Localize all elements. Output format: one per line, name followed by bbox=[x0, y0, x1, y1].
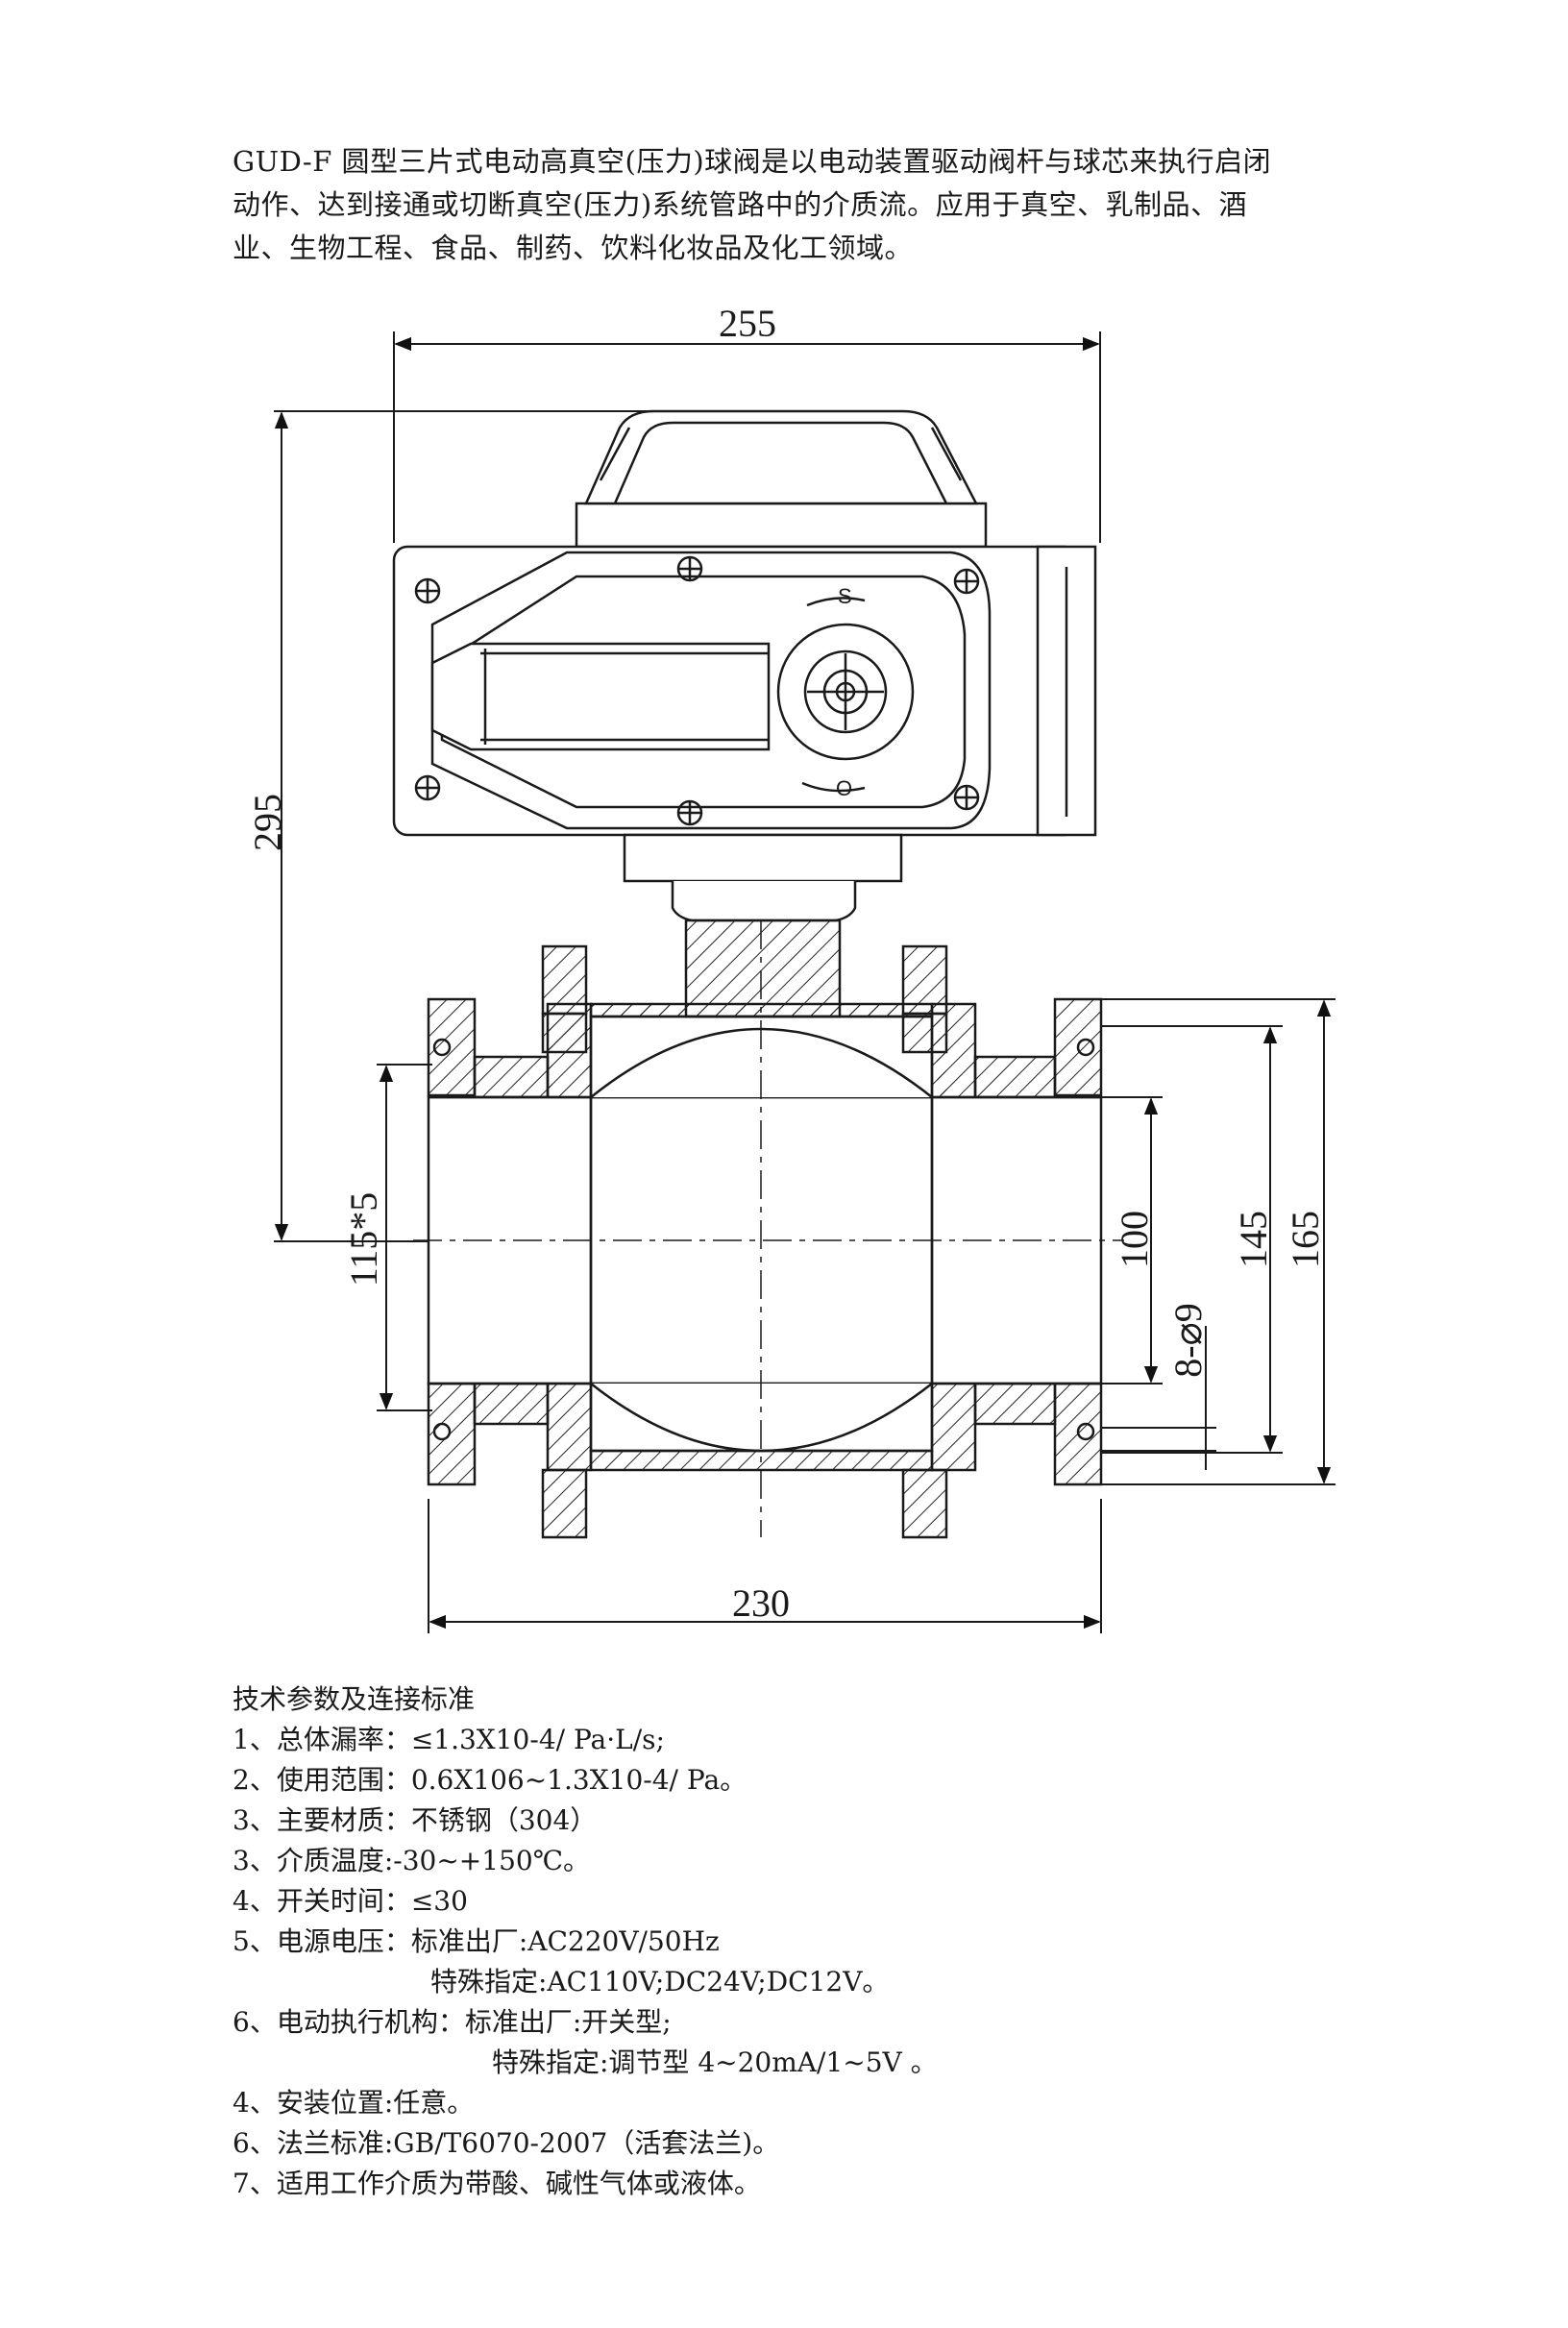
mounting-bracket bbox=[623, 833, 903, 922]
spec-item: 3、主要材质：不锈钢（304） bbox=[233, 1804, 598, 1836]
spec-item: 2、使用范围：0.6X106~1.3X10-4/ Pa。 bbox=[233, 1764, 747, 1796]
spec-item: 4、开关时间：≤30 bbox=[233, 1885, 468, 1917]
open-mark-label: S bbox=[838, 584, 852, 608]
position-indicator-dial bbox=[776, 597, 915, 793]
dimension-lines bbox=[274, 331, 1335, 1633]
actuator-body bbox=[392, 545, 1097, 837]
spec-item-continuation: 特殊指定:调节型 4~20mA/1~5V 。 bbox=[492, 2046, 938, 2078]
spec-item: 6、法兰标准:GB/T6070-2007（活套法兰)。 bbox=[233, 2127, 780, 2159]
valve-technical-drawing: 255 295 230 115*5 100 8-⌀9 145 165 S O bbox=[246, 302, 1335, 1633]
intro-paragraph: GUD-F 圆型三片式电动高真空(压力)球阀是以电动装置驱动阀杆与球芯来执行启闭… bbox=[233, 140, 1357, 270]
intro-line-3: 业、生物工程、食品、制药、饮料化妆品及化工领域。 bbox=[233, 232, 914, 264]
dim-255-label: 255 bbox=[719, 302, 776, 345]
dim-165-label: 165 bbox=[1284, 1211, 1327, 1268]
actuator-cover bbox=[575, 409, 988, 549]
dim-145-label: 145 bbox=[1232, 1211, 1275, 1268]
dim-295-label: 295 bbox=[246, 794, 289, 851]
spec-item: 7、适用工作介质为带酸、碱性气体或液体。 bbox=[233, 2168, 761, 2199]
dim-holes-label: 8-⌀9 bbox=[1166, 1303, 1210, 1377]
cover-bolts bbox=[414, 555, 980, 826]
technical-specs: 技术参数及连接标准 1、总体漏率：≤1.3X10-4/ Pa·L/s; 2、使用… bbox=[233, 1679, 1385, 2204]
intro-line-2: 动作、达到接通或切断真空(压力)系统管路中的介质流。应用于真空、乳制品、酒 bbox=[233, 188, 1248, 221]
specs-heading: 技术参数及连接标准 bbox=[233, 1683, 476, 1715]
spec-item: 3、介质温度:-30~+150℃。 bbox=[233, 1845, 591, 1876]
closed-mark-label: O bbox=[836, 776, 852, 800]
spec-item-continuation: 特殊指定:AC110V;DC24V;DC12V。 bbox=[430, 1966, 890, 1997]
spec-item: 4、安装位置:任意。 bbox=[233, 2087, 475, 2119]
spec-item: 5、电源电压：标准出厂:AC220V/50Hz bbox=[233, 1925, 720, 1957]
center-lines bbox=[413, 920, 1124, 1537]
spec-item: 6、电动执行机构：标准出厂:开关型; bbox=[233, 2006, 672, 2038]
dim-100-label: 100 bbox=[1113, 1211, 1156, 1268]
intro-line-1: GUD-F 圆型三片式电动高真空(压力)球阀是以电动装置驱动阀杆与球芯来执行启闭 bbox=[233, 145, 1272, 178]
dim-115x5-label: 115*5 bbox=[342, 1192, 385, 1287]
spec-item: 1、总体漏率：≤1.3X10-4/ Pa·L/s; bbox=[233, 1724, 665, 1755]
dim-230-label: 230 bbox=[732, 1581, 790, 1625]
valve-body-section bbox=[427, 919, 1103, 1539]
